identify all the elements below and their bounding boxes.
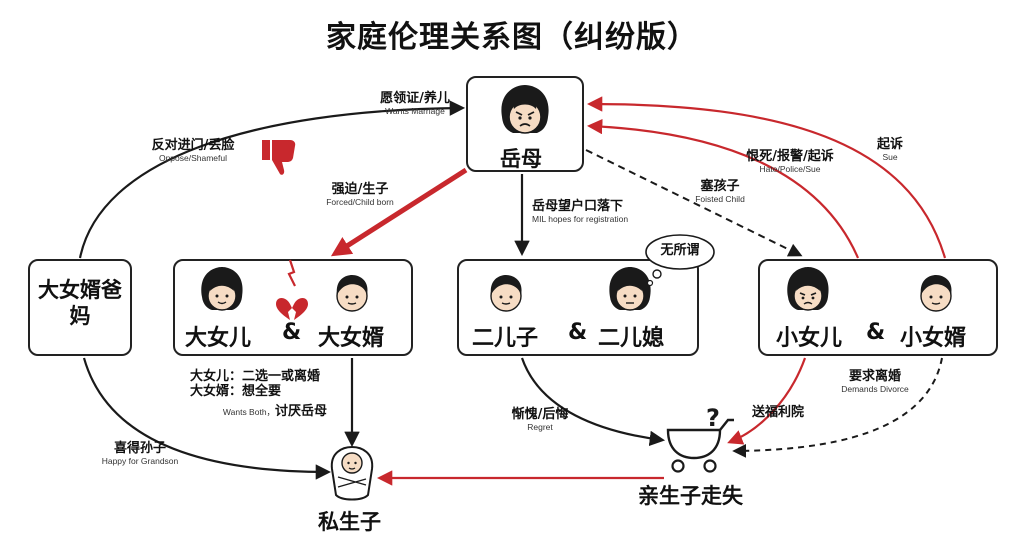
man-icon bbox=[336, 275, 368, 312]
label-sue-en: Sue bbox=[882, 151, 898, 162]
node-second-son: 二儿子 bbox=[472, 326, 539, 351]
label-sue: 起诉 Sue bbox=[870, 137, 910, 163]
node-elder-son-in-law: 大女婿 bbox=[318, 326, 385, 351]
edge-wants-marriage bbox=[78, 100, 466, 259]
label-hate: 恨死/报警/起诉 Hate/Police/Sue bbox=[735, 149, 845, 175]
label-divorce: 要求离婚 Demands Divorce bbox=[825, 369, 925, 395]
label-wants-both-en: Wants Both， bbox=[222, 407, 276, 417]
label-happy: 喜得孙子 Happy for Grandson bbox=[85, 441, 195, 467]
label-orphanage: 送福利院 bbox=[738, 405, 818, 421]
label-sue-cn: 起诉 bbox=[876, 137, 903, 152]
label-divorce-en: Demands Divorce bbox=[841, 383, 909, 394]
label-elder-choices: 大女儿：二选一或离婚 大女婿：想全要 bbox=[190, 369, 350, 400]
woman-icon bbox=[609, 267, 651, 311]
label-wants-marriage-cn: 愿领证/养儿 bbox=[380, 91, 450, 106]
label-wants-marriage-en: Wants Marriage bbox=[385, 105, 445, 116]
page-title: 家庭伦理关系图（纠纷版） bbox=[326, 20, 698, 55]
label-forced-cn: 强迫/生子 bbox=[331, 182, 389, 197]
node-elder-daughter: 大女儿 bbox=[185, 326, 252, 351]
label-hate-cn: 恨死/报警/起诉 bbox=[746, 149, 834, 164]
label-happy-cn: 喜得孙子 bbox=[113, 441, 166, 456]
label-wants-both-cn: 讨厌岳母 bbox=[275, 404, 328, 419]
node-elder-inlaw-parents: 大女婿爸妈 bbox=[35, 277, 125, 330]
node-illegitimate-child: 私生子 bbox=[318, 510, 381, 534]
label-elder-sil-wants: 大女婿：想全要 bbox=[190, 383, 282, 399]
baby-icon bbox=[330, 445, 374, 501]
label-forced-en: Forced/Child born bbox=[326, 196, 394, 207]
label-forced: 强迫/生子 Forced/Child born bbox=[305, 182, 415, 208]
label-registration-en: MIL hopes for registration bbox=[532, 213, 629, 224]
label-regret: 惭愧/后悔 Regret bbox=[500, 407, 580, 433]
thought-bubble-label: 无所谓 bbox=[660, 243, 700, 258]
angry-woman-icon bbox=[501, 85, 549, 134]
label-divorce-cn: 要求离婚 bbox=[848, 369, 901, 384]
elder-inlaw-parents-box bbox=[28, 259, 132, 356]
edge-happy bbox=[82, 357, 332, 480]
edge-divorce bbox=[732, 357, 943, 458]
label-elder-daughter-choice: 大女儿：二选一或离婚 bbox=[190, 369, 321, 384]
label-regret-en: Regret bbox=[527, 421, 553, 432]
label-oppose: 反对进门/丢脸 Oppose/Shameful bbox=[138, 138, 248, 164]
node-lost-child: 亲生子走失 bbox=[638, 484, 743, 508]
label-foisted-cn: 塞孩子 bbox=[700, 179, 740, 194]
edge-orphanage bbox=[727, 357, 807, 445]
label-oppose-cn: 反对进门/丢脸 bbox=[151, 138, 235, 153]
edge-foisted bbox=[585, 149, 803, 257]
label-wants-marriage: 愿领证/养儿 Wants Marriage bbox=[360, 91, 470, 117]
angry-woman-icon bbox=[787, 267, 829, 311]
label-hate-en: Hate/Police/Sue bbox=[759, 163, 821, 174]
edge-sue bbox=[586, 96, 947, 259]
node-second-daughter-in-law: 二儿媳 bbox=[598, 326, 665, 351]
thought-bubble-icon bbox=[645, 234, 715, 287]
edge-forced bbox=[330, 167, 468, 257]
stroller-icon: ? bbox=[666, 404, 734, 473]
label-registration-cn: 岳母望户口落下 bbox=[532, 199, 624, 214]
svg-text:?: ? bbox=[706, 404, 720, 432]
edge-hate bbox=[586, 118, 860, 259]
thought-bubble-text: 无所谓 bbox=[652, 243, 708, 259]
label-regret-cn: 惭愧/后悔 bbox=[511, 407, 569, 422]
node-mil: 岳母 bbox=[500, 147, 542, 171]
label-foisted: 塞孩子 Foisted Child bbox=[680, 179, 760, 205]
label-oppose-en: Oppose/Shameful bbox=[158, 152, 228, 163]
label-wants-both: Wants Both， 讨厌岳母 bbox=[205, 404, 345, 420]
man-icon bbox=[920, 275, 952, 312]
amp-second: & bbox=[568, 320, 588, 345]
label-registration: 岳母望户口落下 MIL hopes for registration bbox=[532, 199, 672, 225]
amp-younger: & bbox=[866, 320, 886, 345]
thumbs-down-icon bbox=[262, 140, 296, 175]
label-orphanage-cn: 送福利院 bbox=[751, 405, 804, 420]
label-foisted-en: Foisted Child bbox=[695, 193, 745, 204]
node-elder-inlaw-parents-text: 大女婿爸妈 bbox=[38, 278, 122, 329]
woman-icon bbox=[201, 267, 243, 311]
broken-heart-icon bbox=[276, 259, 308, 320]
node-younger-daughter: 小女儿 bbox=[776, 326, 843, 351]
amp-elder: & bbox=[282, 320, 302, 345]
edge-regret bbox=[520, 357, 666, 447]
node-younger-son-in-law: 小女婿 bbox=[900, 326, 967, 351]
man-icon bbox=[490, 275, 522, 312]
label-happy-en: Happy for Grandson bbox=[101, 455, 179, 466]
